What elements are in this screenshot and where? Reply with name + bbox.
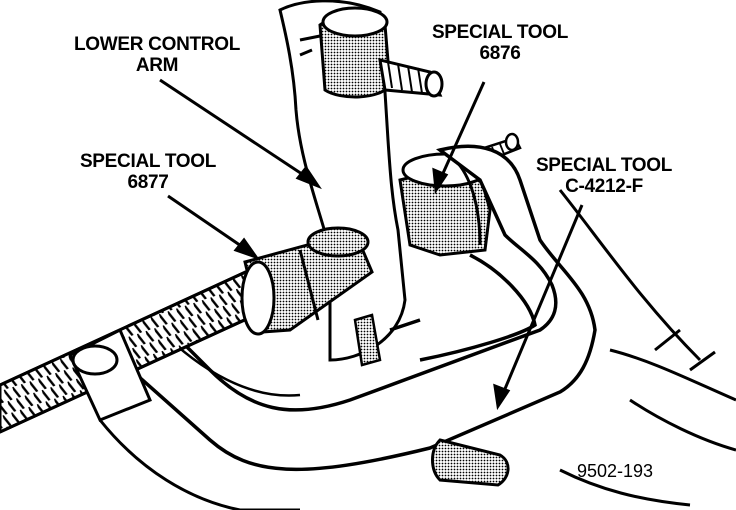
clamp-collar — [68, 327, 300, 510]
label-lower-control-arm: LOWER CONTROL ARM — [73, 34, 241, 76]
label-special-tool-c-4212-f: SPECIAL TOOL C-4212-F — [535, 155, 673, 197]
label-special-tool-6877: SPECIAL TOOL 6877 — [79, 151, 217, 193]
label-special-tool-6876: SPECIAL TOOL 6876 — [431, 22, 569, 64]
special-tool-6877 — [240, 226, 374, 336]
figure-id: 9502-193 — [576, 461, 654, 481]
clamp-handle — [431, 438, 510, 487]
background-structure — [558, 189, 736, 507]
lower-control-arm — [278, 0, 444, 362]
leader-lines — [159, 78, 584, 411]
clamp-tab — [353, 313, 382, 367]
